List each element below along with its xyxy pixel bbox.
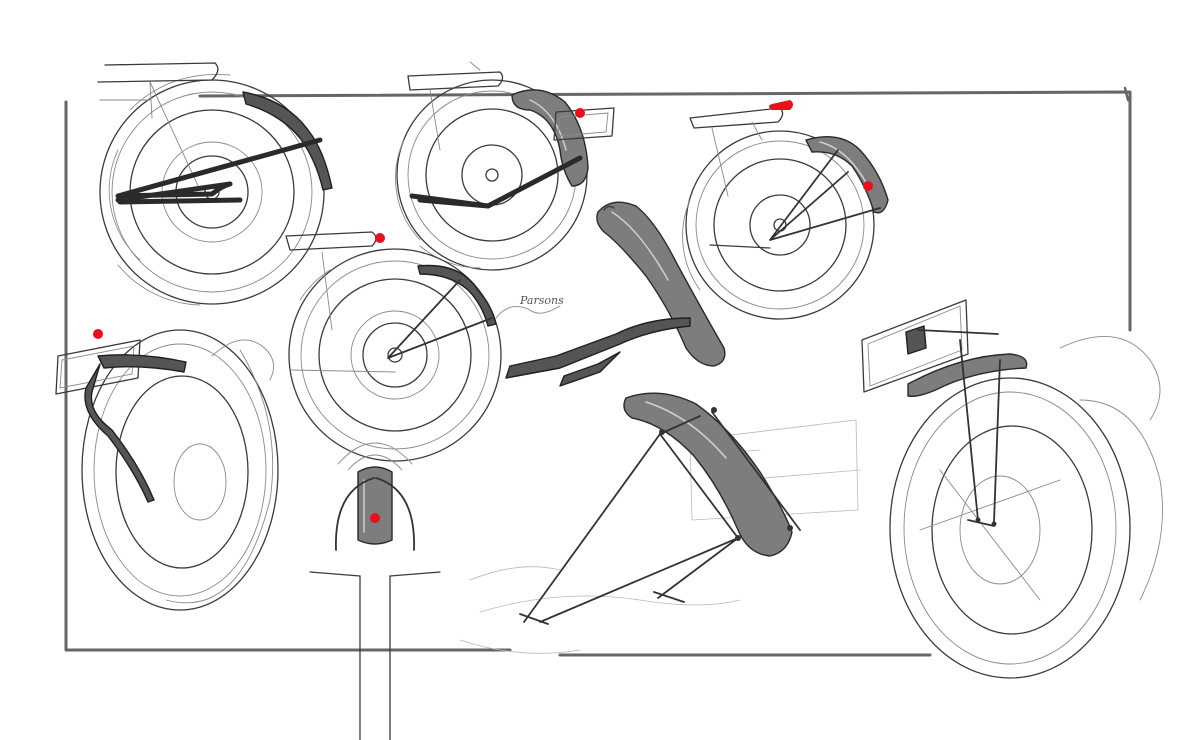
license-plate-2 (553, 107, 615, 141)
stay-5 (505, 317, 691, 379)
background-frame (64, 86, 1132, 657)
rack-1 (97, 62, 219, 191)
sketch-2-rear-wheel-plate-fender (395, 61, 615, 271)
sketch-7-rear-view-fender (309, 442, 441, 740)
sketch-3-rear-wheel-wire-stay-fender (682, 100, 889, 320)
tail-light-3b (769, 100, 793, 110)
wheel-6 (81, 329, 279, 611)
stay-4 (387, 279, 493, 359)
stay-3 (769, 149, 881, 241)
sketch-8-fender-tube-stays (459, 392, 861, 654)
license-plate-9 (861, 299, 969, 393)
stay-9 (917, 329, 1001, 527)
designer-signature: Parsons (519, 294, 564, 307)
stay-2 (409, 155, 583, 209)
rack-2 (407, 61, 504, 151)
sketch-1-rear-wheel-side-fender (97, 62, 333, 306)
wheel-1 (99, 74, 325, 306)
fender-8 (623, 392, 793, 557)
sketch-5-fender-isolated-with-stay (505, 201, 726, 387)
fender-9 (907, 353, 1028, 397)
sketch-9-front-wheel-plate-tube-stays (861, 299, 1163, 679)
fender-4 (417, 264, 497, 327)
stay-7 (335, 477, 415, 551)
wheel-3 (682, 130, 875, 320)
wheel-4 (288, 248, 502, 462)
fender-7 (357, 466, 393, 545)
sketch-6-front-three-quarter-plate-fender (55, 329, 279, 611)
fender-3 (805, 136, 889, 214)
tail-light-4 (375, 233, 385, 243)
stay-1 (115, 137, 323, 203)
tail-light-6 (93, 329, 103, 339)
sketch-4-wheel-long-fender: Parsons (285, 231, 564, 462)
tail-light-3a (863, 181, 873, 191)
stay-6 (84, 363, 155, 503)
tail-light-7 (370, 513, 380, 523)
license-plate-6 (55, 339, 141, 395)
stay-8 (519, 411, 801, 625)
fender-6 (97, 354, 187, 373)
rack-3 (689, 107, 784, 249)
wheel-9 (889, 336, 1163, 679)
tail-light-2 (575, 108, 585, 118)
fender-5 (596, 201, 726, 367)
